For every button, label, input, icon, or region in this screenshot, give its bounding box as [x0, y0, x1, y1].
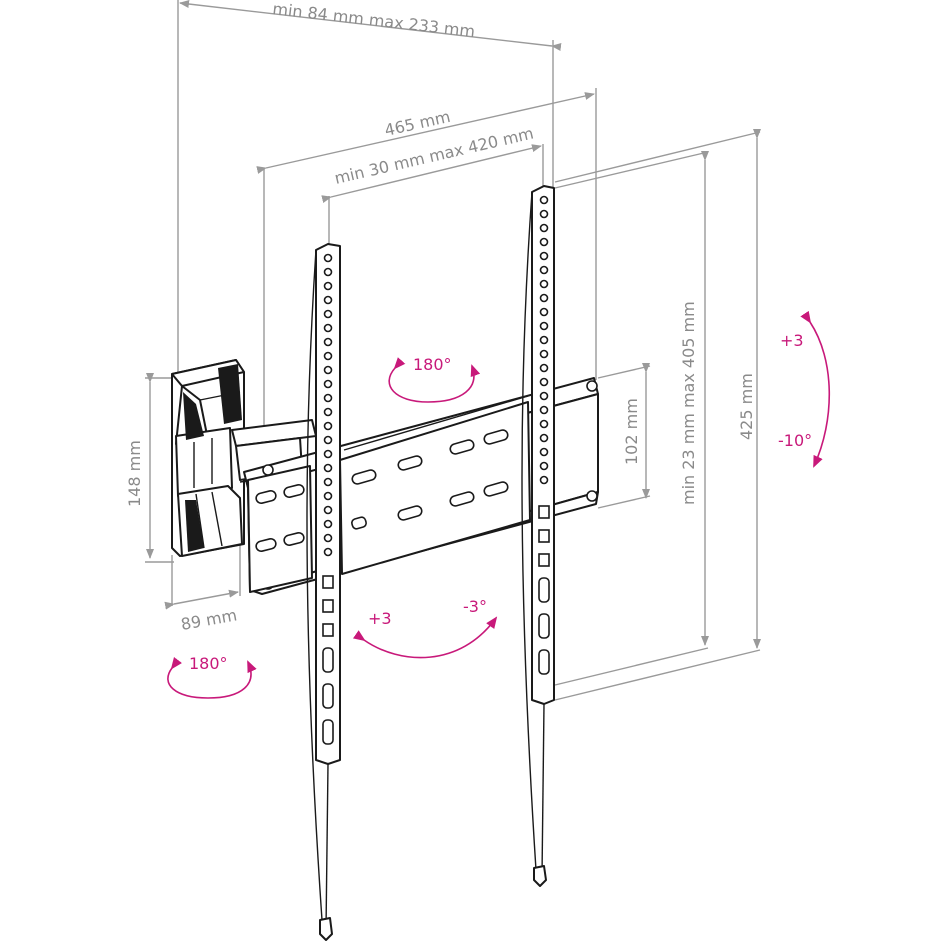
height-extension-top — [554, 131, 761, 183]
wall-plate — [171, 359, 245, 557]
height-label: 425 mm — [737, 373, 756, 440]
wall-width-label: 89 mm — [179, 605, 238, 634]
level-plus-label: +3 — [368, 609, 392, 628]
arm-plate-extension-bottom — [597, 495, 651, 509]
center-plate — [339, 395, 531, 575]
arm-side-plate — [247, 465, 313, 593]
dimension-lines — [145, 0, 761, 701]
tilt-down-label: -10° — [778, 431, 812, 450]
vesa-height-label: min 23 mm max 405 mm — [679, 301, 698, 505]
center-slots — [351, 429, 509, 530]
tilt-arrow — [800, 310, 831, 468]
crossbar-bolt-bottom-right — [586, 490, 598, 502]
level-minus-label: -3° — [463, 597, 487, 616]
motion-labels: 180° 180° +3 -3° +3 -10° — [189, 331, 812, 673]
right-rail-holes — [538, 195, 550, 675]
crossbar-bolt-right — [586, 380, 598, 392]
vesa-width-label: min 30 mm max 420 mm — [333, 124, 536, 188]
crossbar-bolt-left — [262, 464, 274, 476]
vesa-height-extension-bottom — [554, 647, 709, 686]
vesa-width-dimension — [321, 144, 542, 204]
left-rail-holes — [322, 253, 334, 745]
left-rail — [306, 243, 341, 941]
wall-plate-label: 148 mm — [125, 440, 144, 507]
level-arrow — [352, 616, 498, 659]
arm-plate-label: 102 mm — [622, 398, 641, 465]
depth-label: min 84 mm max 233 mm — [272, 0, 477, 41]
tilt-up-label: +3 — [780, 331, 804, 350]
right-rail — [521, 185, 555, 887]
depth-dimension — [179, 0, 562, 52]
swivel-wall-label: 180° — [189, 654, 228, 673]
motion-arrows — [167, 310, 831, 699]
arm-plate-extension-top — [597, 365, 651, 379]
vesa-height-extension-top — [554, 151, 709, 189]
swivel-arm-arrow — [388, 357, 481, 403]
wall-width-dimension — [164, 589, 239, 610]
mount-drawing — [171, 185, 599, 941]
width-label: 465 mm — [383, 107, 452, 140]
width-dimension — [256, 92, 595, 174]
swivel-arm-label: 180° — [413, 355, 452, 374]
height-extension-bottom — [554, 649, 761, 701]
swivel-wall-arrow — [167, 656, 257, 699]
